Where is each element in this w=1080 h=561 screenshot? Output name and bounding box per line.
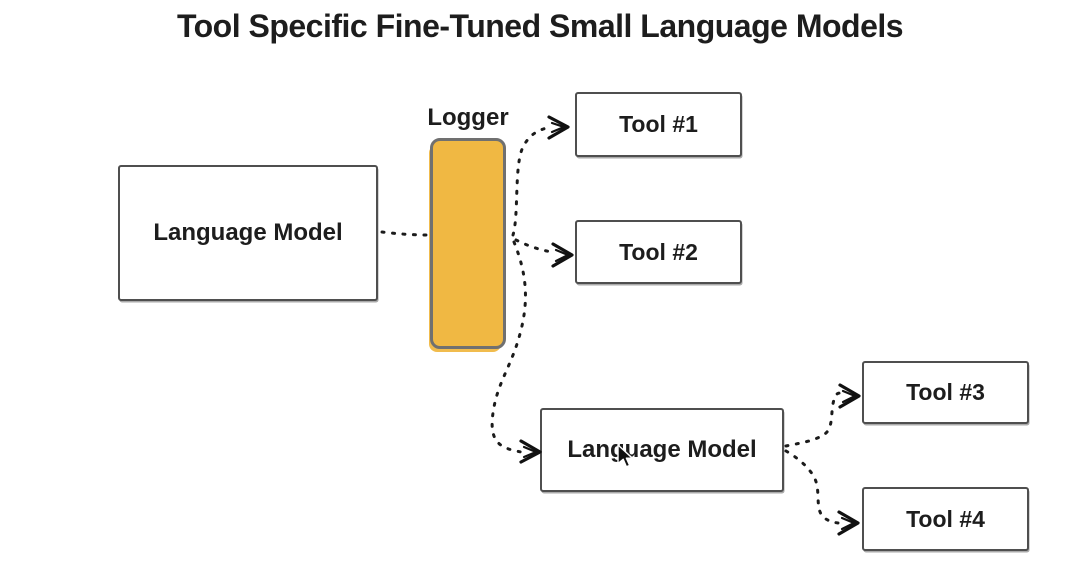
edge-lm2-to-tool4 <box>784 449 840 525</box>
arrowhead-tool3-inner <box>841 389 857 404</box>
diagram-title: Tool Specific Fine-Tuned Small Language … <box>176 8 904 44</box>
arrowhead-lm2-inner <box>522 445 538 459</box>
node-tool-1[interactable]: Tool #1 <box>575 92 742 157</box>
edge-logger-to-tool1 <box>511 126 549 237</box>
arrowhead-tool2 <box>551 242 574 268</box>
node-language-model-2-label: Language Model <box>567 436 757 463</box>
node-tool-1-label: Tool #1 <box>619 111 698 137</box>
node-language-model-1-label: Language Model <box>153 219 343 246</box>
logger-label: Logger <box>427 104 509 131</box>
arrowhead-tool1-inner <box>550 121 566 134</box>
node-tool-3[interactable]: Tool #3 <box>862 361 1029 424</box>
arrowhead-tool2-inner <box>554 248 570 263</box>
node-tool-2[interactable]: Tool #2 <box>575 220 742 284</box>
edge-lm1-to-logger <box>380 230 430 237</box>
edge-logger-to-tool2 <box>514 238 554 254</box>
node-language-model-2[interactable]: Language Model <box>540 408 784 492</box>
node-tool-4[interactable]: Tool #4 <box>862 487 1029 551</box>
node-tool-4-label: Tool #4 <box>906 505 985 532</box>
arrowhead-lm2 <box>519 439 542 464</box>
node-language-model-1[interactable]: Language Model <box>118 165 378 301</box>
arrowhead-tool1 <box>547 115 570 140</box>
node-logger[interactable] <box>430 138 506 349</box>
edge-lm2-to-tool3 <box>784 391 842 448</box>
node-tool-3-label: Tool #3 <box>906 379 985 405</box>
arrowhead-tool4-inner <box>840 516 856 531</box>
arrowhead-tool3 <box>838 383 861 409</box>
arrowhead-tool4 <box>837 510 860 536</box>
node-tool-2-label: Tool #2 <box>619 238 698 265</box>
